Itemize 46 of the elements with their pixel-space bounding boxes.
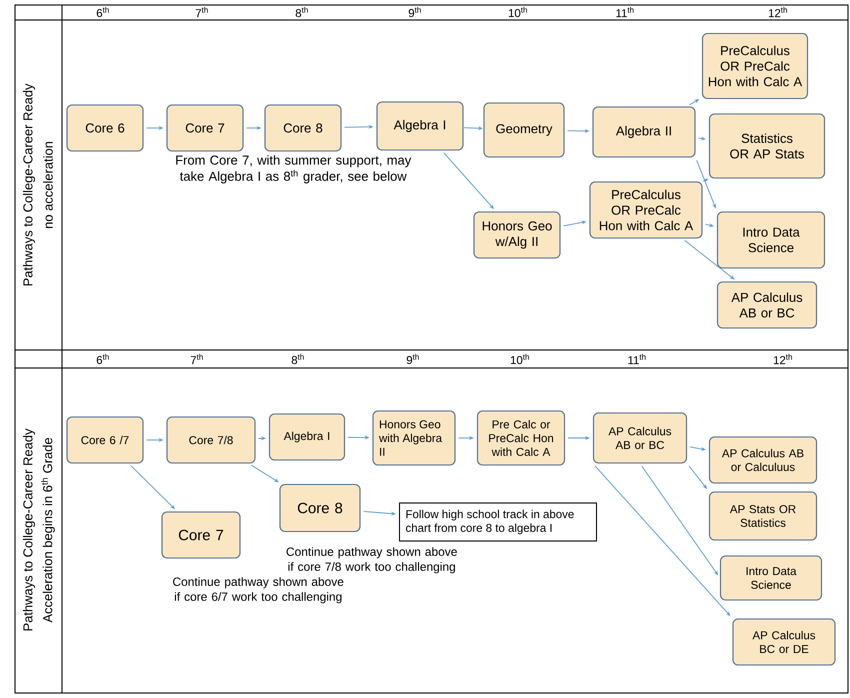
course-box: PreCalculus OR PreCalc Hon with Calc A xyxy=(702,32,808,100)
course-box: Pre Calc or PreCalc Hon with Calc A xyxy=(476,410,566,466)
grade-header: 8$^{th}$ xyxy=(292,354,304,364)
grade-header: 6$^{th}$ xyxy=(96,6,109,18)
course-box: Algebra I xyxy=(268,413,346,461)
note-text: Continue pathway shown above if core 6/7 work too challenging xyxy=(173,577,344,604)
course-box: AP Calculus AB or Calculuus xyxy=(708,436,818,484)
grade-header: 10$^{th}$ xyxy=(510,354,529,364)
grade-header: 6$^{th}$ xyxy=(96,354,109,364)
course-box: AP Calculus BC or DE xyxy=(732,618,836,666)
note-text: From Core 7, with summer support, may take Algebra I as 8$^{th}$ grader, see below xyxy=(176,155,412,184)
course-box: Honors Geo with Algebra II xyxy=(372,410,456,466)
grade-header: 7$^{th}$ xyxy=(196,6,208,18)
grade-header: 10$^{th}$ xyxy=(508,6,527,18)
course-box: Intro Data Science xyxy=(716,211,826,269)
course-box: Geometry xyxy=(483,102,565,158)
course-box: AP Stats OR Statistics xyxy=(708,491,818,541)
course-box: AP Calculus AB or BC xyxy=(716,281,818,329)
course-box: Honors Geo w/Alg II xyxy=(473,211,561,259)
course-box: AP Calculus AB or BC xyxy=(592,412,688,464)
row-header: no acceleration xyxy=(43,142,53,228)
grade-header: 9$^{th}$ xyxy=(406,354,419,364)
grade-header: 9$^{th}$ xyxy=(408,6,421,18)
row-header: Pathways to College-Career Ready xyxy=(22,84,36,286)
grade-header: 11$^{th}$ xyxy=(628,354,646,364)
course-box: Core 7 xyxy=(161,511,241,559)
grade-header: 8$^{th}$ xyxy=(296,6,308,18)
grade-header: 12$^{th}$ xyxy=(774,354,792,364)
course-box: Core 7 xyxy=(166,104,244,152)
grade-header: 7$^{th}$ xyxy=(190,354,203,364)
grade-header: 12$^{th}$ xyxy=(768,6,787,18)
course-box: Core 8 xyxy=(279,484,361,532)
course-box: Core 7/8 xyxy=(166,416,256,464)
course-box: Statistics OR AP Stats xyxy=(708,113,826,179)
course-box: PreCalculus OR PreCalc Hon with Calc A xyxy=(589,181,703,239)
row-header: Pathways to College-Career Ready xyxy=(22,428,36,630)
note-text: Continue pathway shown above if core 7/8 work too challenging xyxy=(286,547,457,574)
grade-header: 11$^{th}$ xyxy=(616,6,634,18)
course-box: Algebra II xyxy=(592,106,696,158)
course-box: Intro Data Science xyxy=(720,555,822,601)
course-box: Core 8 xyxy=(264,104,342,152)
course-box: Algebra I xyxy=(376,101,464,151)
course-box: Core 6 xyxy=(66,104,144,152)
note-box: Follow high school track in above chart from core 8 to algebra I xyxy=(399,502,597,542)
course-box: Core 6 /7 xyxy=(66,416,144,464)
row-header: Acceleration begins in 6$^{th}$ Grade xyxy=(41,438,55,623)
